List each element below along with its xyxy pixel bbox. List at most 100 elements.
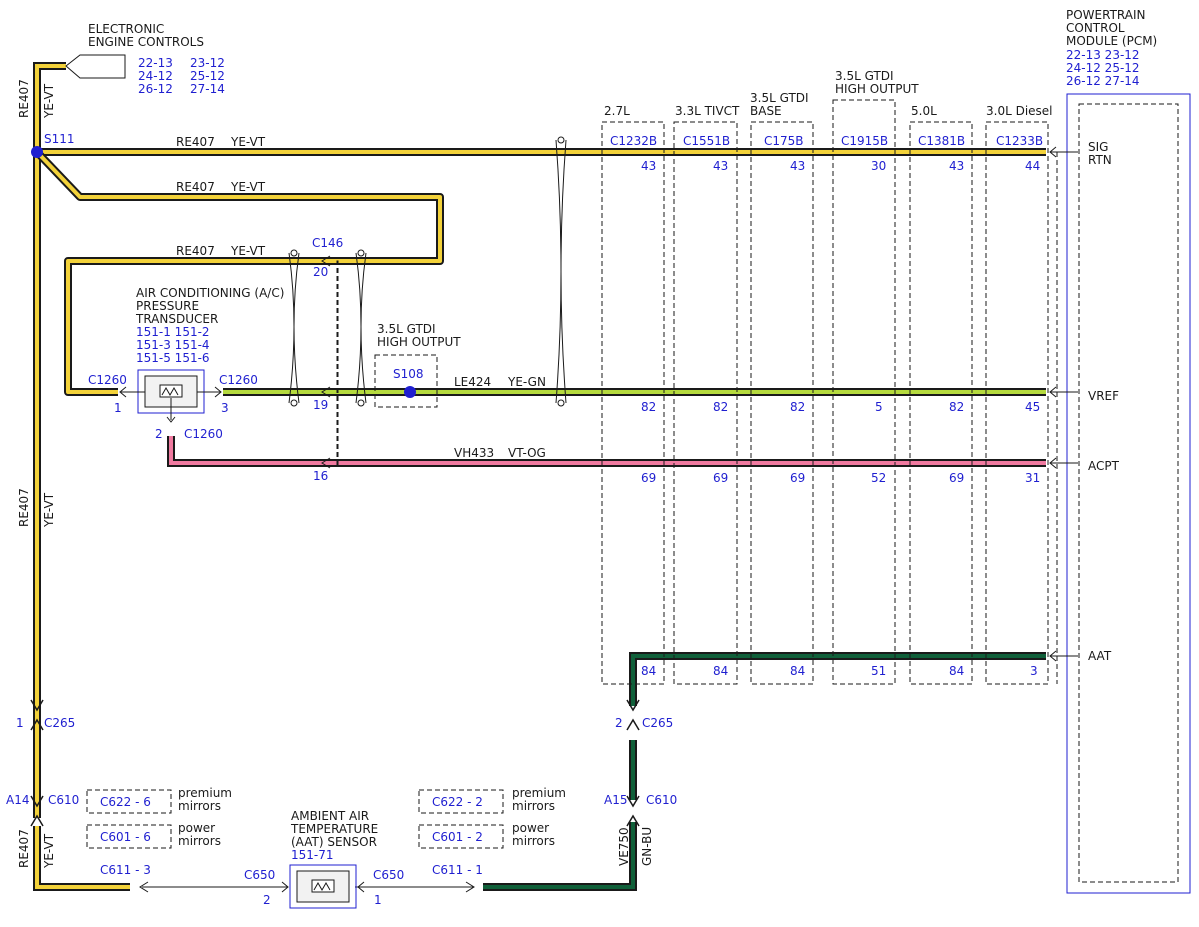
svg-text:C611 - 3: C611 - 3 <box>100 863 151 877</box>
svg-text:82: 82 <box>713 400 728 414</box>
svg-text:3.3L TIVCT: 3.3L TIVCT <box>675 104 740 118</box>
svg-text:52: 52 <box>871 471 886 485</box>
svg-text:2: 2 <box>155 427 163 441</box>
svg-text:43: 43 <box>641 159 656 173</box>
svg-text:C601 - 6: C601 - 6 <box>100 830 151 844</box>
engine-col-2.7l: 2.7L C1232B 43 82 69 84 <box>604 104 657 678</box>
pcm-pin-vref: VREF <box>1088 389 1119 403</box>
engine-columns <box>601 99 1058 685</box>
svg-text:BASE: BASE <box>750 104 782 118</box>
splice-s108: 3.5L GTDI HIGH OUTPUT S108 <box>374 322 461 408</box>
svg-text:LE424: LE424 <box>454 375 491 389</box>
svg-text:2: 2 <box>615 716 623 730</box>
svg-text:YE-VT: YE-VT <box>42 833 56 869</box>
svg-text:2.7L: 2.7L <box>604 104 630 118</box>
svg-text:C1551B: C1551B <box>683 134 730 148</box>
pcm-pin-acpt: ACPT <box>1088 459 1120 473</box>
svg-text:TEMPERATURE: TEMPERATURE <box>290 822 378 836</box>
svg-text:CONTROL: CONTROL <box>1066 21 1125 35</box>
svg-text:RE407: RE407 <box>17 79 31 118</box>
pcm-pin-rtn: RTN <box>1088 153 1112 167</box>
svg-text:power: power <box>178 821 215 835</box>
svg-text:C175B: C175B <box>764 134 804 148</box>
svg-text:19: 19 <box>313 398 328 412</box>
pcm-module: POWERTRAIN CONTROL MODULE (PCM) 22-13 23… <box>1066 8 1191 894</box>
svg-text:VE750: VE750 <box>617 827 631 866</box>
splice-s111-label: S111 <box>44 132 75 146</box>
engine-col-3.3l: 3.3L TIVCT C1551B 43 82 69 84 <box>675 104 740 678</box>
wire-ve750-aat <box>483 652 1046 891</box>
svg-text:S108: S108 <box>393 367 424 381</box>
twisted-pair-marks <box>288 136 567 407</box>
svg-text:premium: premium <box>512 786 566 800</box>
engine-col-3.0l-diesel: 3.0L Diesel C1233B 44 45 31 3 <box>986 104 1053 678</box>
svg-text:C610: C610 <box>48 793 79 807</box>
svg-text:mirrors: mirrors <box>178 799 221 813</box>
svg-text:16: 16 <box>313 469 328 483</box>
connector-c265: 1 C265 2 C265 <box>16 699 673 731</box>
svg-text:1: 1 <box>114 401 122 415</box>
eec-ref: 24-12 <box>138 69 173 83</box>
svg-text:69: 69 <box>641 471 656 485</box>
svg-text:RE407: RE407 <box>17 829 31 868</box>
eec-ref: 25-12 <box>190 69 225 83</box>
wire-re407-to-ac <box>34 149 444 396</box>
pcm-pin-sig: SIG <box>1088 140 1108 154</box>
svg-text:C601 - 2: C601 - 2 <box>432 830 483 844</box>
svg-text:151-71: 151-71 <box>291 848 334 862</box>
svg-text:C1260: C1260 <box>88 373 127 387</box>
engine-col-3.5l-ho: 3.5L GTDI HIGH OUTPUT C1915B 30 5 52 51 <box>835 69 919 678</box>
svg-text:A15: A15 <box>604 793 627 807</box>
svg-text:82: 82 <box>790 400 805 414</box>
svg-text:C650: C650 <box>373 868 404 882</box>
connector-c610: A14 C610 A15 C610 <box>6 793 677 827</box>
svg-text:5: 5 <box>875 400 883 414</box>
svg-text:YE-VT: YE-VT <box>42 83 56 119</box>
svg-text:VH433: VH433 <box>454 446 494 460</box>
svg-text:84: 84 <box>790 664 805 678</box>
svg-text:RE407: RE407 <box>17 488 31 527</box>
svg-text:MODULE (PCM): MODULE (PCM) <box>1066 34 1157 48</box>
svg-text:HIGH OUTPUT: HIGH OUTPUT <box>835 82 919 96</box>
svg-text:26-12 27-14: 26-12 27-14 <box>1066 74 1140 88</box>
svg-text:1: 1 <box>374 893 382 907</box>
splice-s111: S111 <box>31 132 75 158</box>
svg-text:RE407: RE407 <box>176 180 215 194</box>
svg-text:YE-VT: YE-VT <box>230 135 266 149</box>
ac-pressure-transducer: AIR CONDITIONING (A/C) PRESSURE TRANSDUC… <box>88 286 284 441</box>
trunk-wire-labels: RE407 YE-VT RE407 YE-VT RE407 YE-VT <box>17 79 56 869</box>
connector-c611: C611 - 3 C611 - 1 <box>100 863 483 893</box>
svg-text:24-12 25-12: 24-12 25-12 <box>1066 61 1140 75</box>
svg-text:C650: C650 <box>244 868 275 882</box>
svg-text:43: 43 <box>790 159 805 173</box>
svg-text:69: 69 <box>713 471 728 485</box>
eec-reference: ELECTRONIC ENGINE CONTROLS 22-13 23-12 2… <box>65 22 225 96</box>
connector-c146: C146 20 19 16 <box>312 236 343 483</box>
svg-text:AIR CONDITIONING (A/C): AIR CONDITIONING (A/C) <box>136 286 284 300</box>
svg-text:AMBIENT AIR: AMBIENT AIR <box>291 809 369 823</box>
pcm-pin-aat: AAT <box>1088 649 1112 663</box>
pcm-pin-arrows <box>1049 146 1078 662</box>
svg-text:45: 45 <box>1025 400 1040 414</box>
horizontal-wire-labels: RE407 YE-VT RE407 YE-VT RE407 YE-VT LE42… <box>176 135 654 866</box>
svg-text:69: 69 <box>790 471 805 485</box>
svg-text:C1381B: C1381B <box>918 134 965 148</box>
svg-text:3: 3 <box>221 401 229 415</box>
svg-text:C265: C265 <box>44 716 75 730</box>
eec-ref: 23-12 <box>190 56 225 70</box>
svg-text:C611 - 1: C611 - 1 <box>432 863 483 877</box>
svg-text:HIGH OUTPUT: HIGH OUTPUT <box>377 335 461 349</box>
svg-text:C1915B: C1915B <box>841 134 888 148</box>
eec-title-2: ENGINE CONTROLS <box>88 35 204 49</box>
svg-text:RE407: RE407 <box>176 135 215 149</box>
svg-text:C622 - 2: C622 - 2 <box>432 795 483 809</box>
svg-text:5.0L: 5.0L <box>911 104 937 118</box>
svg-text:3.5L GTDI: 3.5L GTDI <box>377 322 436 336</box>
svg-text:power: power <box>512 821 549 835</box>
svg-text:POWERTRAIN: POWERTRAIN <box>1066 8 1146 22</box>
svg-text:C610: C610 <box>646 793 677 807</box>
svg-text:YE-VT: YE-VT <box>230 244 266 258</box>
c146-label: C146 <box>312 236 343 250</box>
svg-text:YE-GN: YE-GN <box>507 375 546 389</box>
eec-ref: 26-12 <box>138 82 173 96</box>
